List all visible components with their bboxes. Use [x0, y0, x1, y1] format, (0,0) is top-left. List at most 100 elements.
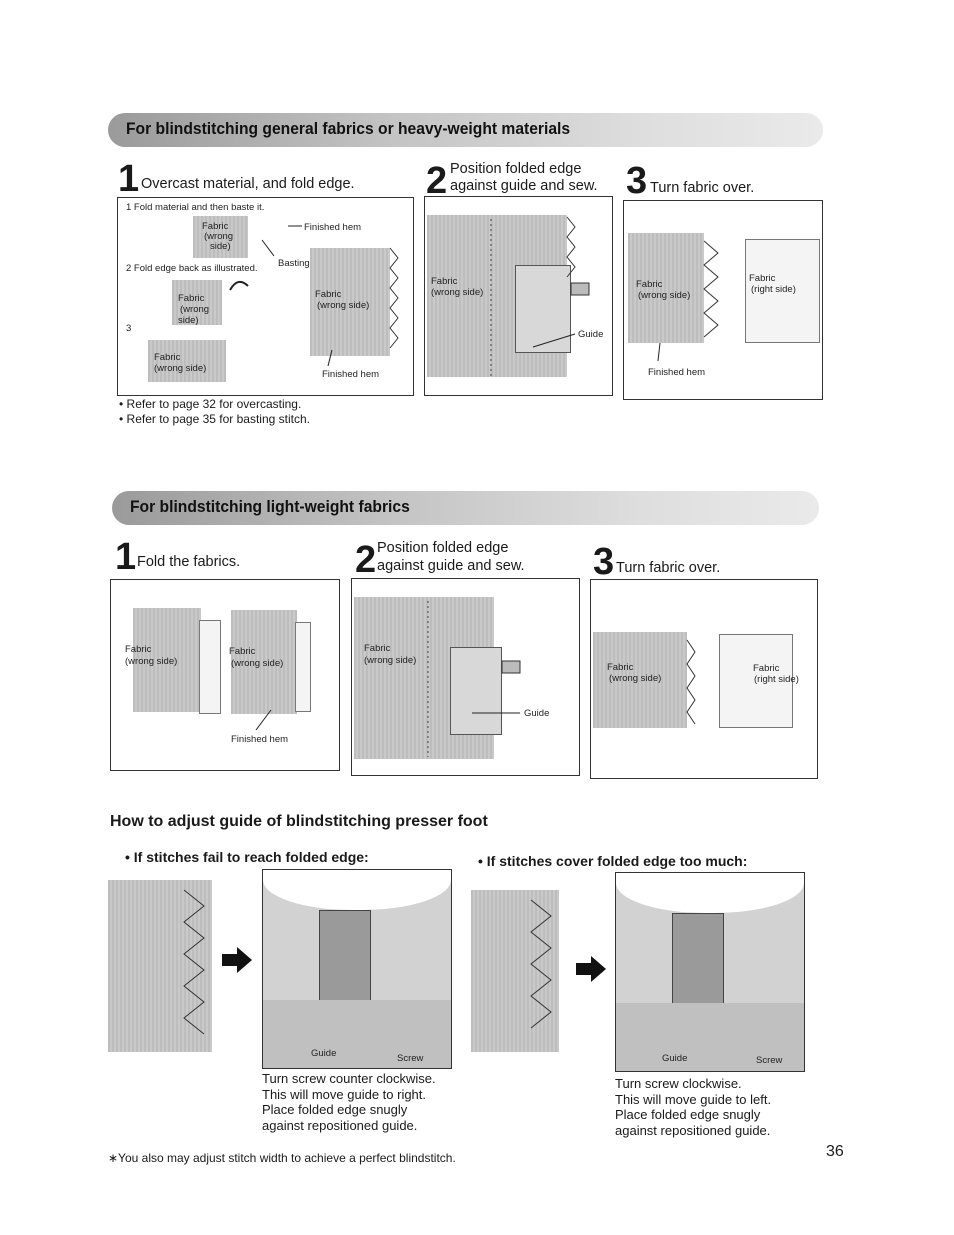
- fabric-label: (right side): [754, 674, 799, 685]
- zigzag-lines: [183, 889, 205, 1035]
- fabric-illustration: [719, 634, 793, 728]
- adjust-title: How to adjust guide of blindstitching pr…: [110, 813, 488, 830]
- fabric-label: Fabric: [315, 289, 342, 300]
- finished-hem-label: Finished hem: [231, 734, 289, 745]
- step-number: 3: [626, 160, 648, 202]
- fabric-illustration: [148, 340, 226, 382]
- fabric-label: (wrong side): [638, 290, 691, 301]
- guide-label: Guide: [578, 329, 604, 340]
- fabric-illustration: [231, 610, 297, 714]
- machine-arm: [616, 873, 804, 913]
- footnote: ∗You also may adjust stitch width to ach…: [108, 1151, 456, 1165]
- caption-line: Turn screw clockwise.: [615, 1076, 742, 1091]
- caption-line: This will move guide to right.: [262, 1086, 427, 1102]
- presser-foot-photo-right: Guide Screw: [615, 872, 805, 1072]
- fabric-area: [263, 1000, 451, 1068]
- pointer-line: [255, 709, 272, 731]
- step-text: Position folded edge: [450, 161, 582, 177]
- fabric-label: Fabric: [607, 662, 634, 673]
- step-number: 1: [115, 536, 137, 578]
- guide-lines: [427, 601, 521, 757]
- section-banner-light: For blindstitching light-weight fabrics: [112, 491, 819, 525]
- fabric-label: Fabric: [753, 663, 780, 674]
- fabric-illustration: [628, 233, 704, 343]
- guide-label: Guide: [662, 1053, 688, 1064]
- fabric-label: (wrong: [180, 304, 210, 315]
- screw-label: Screw: [397, 1053, 424, 1064]
- arrow-right-icon: [576, 956, 606, 982]
- fabric-label: Fabric: [154, 352, 181, 363]
- figure-sew-against-guide: Fabric (wrong side) Guide: [424, 196, 613, 396]
- fabric-label: (wrong side): [154, 363, 207, 374]
- fabric-label: Fabric: [636, 279, 663, 290]
- fig-label: 2 Fold edge back as illustrated.: [126, 263, 258, 274]
- fabric-illustration: [193, 216, 248, 258]
- fabric-label: (wrong: [204, 231, 234, 242]
- guide-label: Guide: [311, 1048, 337, 1059]
- step-number: 3: [593, 541, 615, 583]
- left-heading: • If stitches fail to reach folded edge:: [125, 849, 369, 865]
- caption-line: Turn screw counter clockwise.: [262, 1071, 436, 1086]
- step-text: Turn fabric over.: [650, 180, 755, 196]
- left-caption: Turn screw counter clockwise. This will …: [262, 1071, 436, 1133]
- fabric-illustration: [133, 608, 201, 712]
- step-number: 2: [426, 160, 448, 202]
- right-caption: Turn screw clockwise. This will move gui…: [615, 1076, 771, 1138]
- fabric-label: (wrong side): [125, 656, 178, 667]
- zigzag-lines: [657, 240, 719, 362]
- step-number: 1: [118, 158, 140, 200]
- screw-label: Screw: [756, 1055, 783, 1066]
- fabric-label: Fabric: [431, 276, 458, 287]
- fabric-label: Fabric: [364, 643, 391, 654]
- right-heading: • If stitches cover folded edge too much…: [478, 853, 748, 869]
- fig-label: 3: [126, 323, 132, 334]
- fabric-label: (wrong side): [317, 300, 370, 311]
- figure-turn-fabric-over: Fabric (wrong side) Fabric (right side) …: [623, 200, 823, 400]
- section-title-light: For blindstitching light-weight fabrics: [130, 497, 410, 516]
- machine-arm: [263, 870, 451, 910]
- arrow-right-icon: [222, 947, 252, 973]
- step-text: Fold the fabrics.: [137, 554, 241, 570]
- caption-line: Place folded edge snugly: [615, 1107, 761, 1122]
- caption-line: against repositioned guide.: [615, 1122, 771, 1138]
- note: • Refer to page 32 for overcasting.: [119, 397, 302, 411]
- fabric-illustration: [745, 239, 820, 343]
- figure-fold-fabrics: Fabric (wrong side) Fabric (wrong side) …: [110, 579, 340, 771]
- figure-turn-fabric-over-light: Fabric (wrong side) Fabric (right side): [590, 579, 818, 779]
- fabric-label: (right side): [751, 284, 796, 295]
- fabric-area: [616, 1003, 804, 1071]
- caption-line: against repositioned guide.: [262, 1117, 418, 1133]
- caption-line: This will move guide to left.: [615, 1091, 772, 1107]
- fabric-label: Fabric: [178, 293, 205, 304]
- step-text: Position folded edge: [377, 540, 509, 556]
- fabric-illustration: [295, 622, 311, 712]
- page-number: 36: [826, 1143, 844, 1160]
- fabric-label: side): [210, 241, 231, 252]
- presser-foot-photo-left: Guide Screw: [262, 869, 452, 1069]
- guide-label: Guide: [524, 708, 550, 719]
- step-text: Overcast material, and fold edge.: [141, 176, 355, 192]
- fabric-label: (wrong side): [231, 658, 284, 669]
- fabric-illustration: [199, 620, 221, 714]
- fabric-label: Fabric: [749, 273, 776, 284]
- guide-lines: [490, 216, 590, 377]
- fabric-label: (wrong side): [431, 287, 484, 298]
- figure-sew-against-guide-light: Fabric (wrong side) Guide: [351, 578, 580, 776]
- basting-label: Basting: [278, 258, 310, 269]
- fabric-label: (wrong side): [609, 673, 662, 684]
- section-title-heavy: For blindstitching general fabrics or he…: [126, 119, 571, 138]
- figure-fold-and-baste: 1 Fold material and then baste it. Fabri…: [117, 197, 414, 396]
- fabric-label: Fabric: [125, 644, 152, 655]
- fabric-illustration: [471, 890, 559, 1052]
- fold-lines: [229, 225, 399, 367]
- finished-hem-label: Finished hem: [322, 369, 380, 380]
- step-number: 2: [355, 539, 377, 581]
- step-text: against guide and sew.: [377, 558, 525, 574]
- note: • Refer to page 35 for basting stitch.: [119, 412, 310, 426]
- step-text: against guide and sew.: [450, 178, 598, 194]
- section-banner-heavy: For blindstitching general fabrics or he…: [108, 113, 823, 147]
- fabric-label: Fabric: [202, 221, 229, 232]
- fabric-label: Fabric: [229, 646, 256, 657]
- finished-hem-label: Finished hem: [648, 367, 706, 378]
- fabric-illustration: [593, 632, 687, 728]
